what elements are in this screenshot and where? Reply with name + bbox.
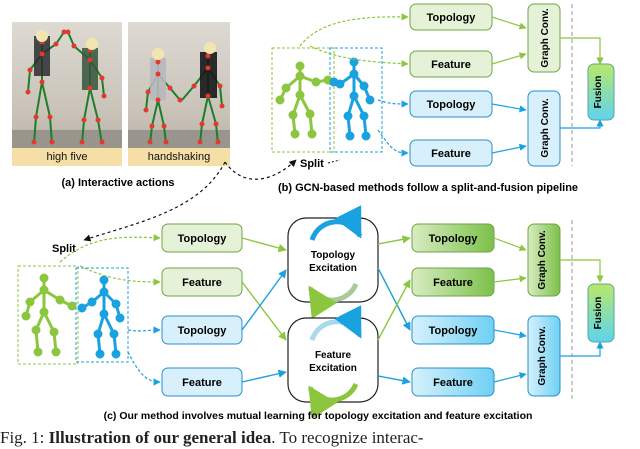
top-graph-conv-blue-label: Graph Conv. (540, 98, 551, 157)
top-fusion-block: Fusion (587, 63, 615, 121)
bottom-feature-blue-label: Feature (182, 377, 222, 389)
feature-excitation-module: Feature Excitation (287, 305, 379, 419)
top-graph-conv-green-label: Graph Conv. (540, 8, 551, 67)
top-feature-green-label: Feature (431, 59, 471, 71)
top-topology-blue-block: Topology (409, 90, 493, 118)
split-label-bottom: Split (52, 243, 76, 255)
figure-caption-rest: . To recognize interac- (271, 428, 424, 447)
bottom-graph-conv-green: Graph Conv. (527, 223, 561, 297)
top-feature-blue-block: Feature (409, 139, 493, 167)
bottom-fusion-label: Fusion (593, 297, 604, 330)
figure-caption-prefix: Fig. 1: (0, 428, 49, 447)
connector-dashed-black (224, 159, 297, 180)
caption-interactive-actions: (a) Interactive actions (61, 177, 174, 189)
bottom-fusion-block: Fusion (587, 283, 615, 343)
bottom-topology-green-output-label: Topology (429, 233, 479, 245)
skeleton-box-blue-top (329, 47, 383, 153)
top-topology-blue-label: Topology (427, 99, 477, 111)
topology-excitation-module: Topology Excitation (287, 205, 379, 319)
top-graph-conv-green: Graph Conv. (527, 3, 561, 73)
skeleton-blue-top (329, 57, 375, 141)
photo-caption-high-five: high five (12, 148, 122, 166)
feature-excitation-label-1: Feature (315, 350, 352, 361)
bottom-topology-blue-output-label: Topology (429, 325, 479, 337)
bottom-graph-conv-blue: Graph Conv. (527, 315, 561, 397)
top-topology-green-label: Topology (427, 12, 477, 24)
skeleton-box-green-bottom (17, 265, 79, 365)
bottom-feature-green-block: Feature (161, 267, 243, 297)
figure-caption: Fig. 1: Illustration of our general idea… (0, 428, 640, 448)
bottom-topology-green-output: Topology (411, 223, 495, 253)
bottom-feature-green-output-label: Feature (433, 277, 473, 289)
top-feature-blue-label: Feature (431, 148, 471, 160)
topology-excitation-label-2: Excitation (309, 263, 357, 274)
top-feature-green-block: Feature (409, 50, 493, 78)
photo-handshaking (128, 22, 230, 148)
top-graph-conv-blue: Graph Conv. (527, 90, 561, 167)
skeleton-green-bottom (21, 273, 77, 357)
handshaking-skeleton-overlay (128, 42, 230, 148)
bottom-feature-blue-output-label: Feature (433, 377, 473, 389)
bottom-graph-conv-green-label: Graph Conv. (537, 230, 548, 289)
photo-high-five (12, 22, 122, 148)
bottom-feature-green-output: Feature (411, 267, 495, 297)
photo-caption-handshaking: handshaking (128, 148, 230, 166)
bottom-topology-blue-output: Topology (411, 315, 495, 345)
split-label-top: Split (300, 158, 324, 170)
bottom-feature-green-label: Feature (182, 277, 222, 289)
bottom-topology-green-label: Topology (178, 233, 228, 245)
feature-excitation-label-2: Excitation (309, 363, 357, 374)
figure-caption-bold: Illustration of our general idea (48, 428, 272, 447)
caption-our-method: (c) Our method involves mutual learning … (104, 410, 533, 422)
bottom-topology-blue-label: Topology (178, 325, 228, 337)
high-five-skeleton-overlay (12, 29, 122, 148)
skeleton-blue-bottom (77, 275, 125, 359)
bottom-topology-green-block: Topology (161, 223, 243, 253)
skeleton-box-green-top (271, 47, 335, 153)
bottom-graph-conv-blue-label: Graph Conv. (537, 326, 548, 385)
bottom-feature-blue-output: Feature (411, 367, 495, 397)
bottom-topology-blue-block: Topology (161, 315, 243, 345)
skeleton-green-top (275, 61, 333, 139)
top-fusion-label: Fusion (593, 76, 604, 109)
skeleton-box-blue-bottom (75, 267, 129, 363)
caption-gcn-methods: (b) GCN-based methods follow a split-and… (278, 182, 578, 194)
topology-excitation-label-1: Topology (311, 250, 356, 261)
bottom-feature-blue-block: Feature (161, 367, 243, 397)
top-topology-green-block: Topology (409, 3, 493, 31)
